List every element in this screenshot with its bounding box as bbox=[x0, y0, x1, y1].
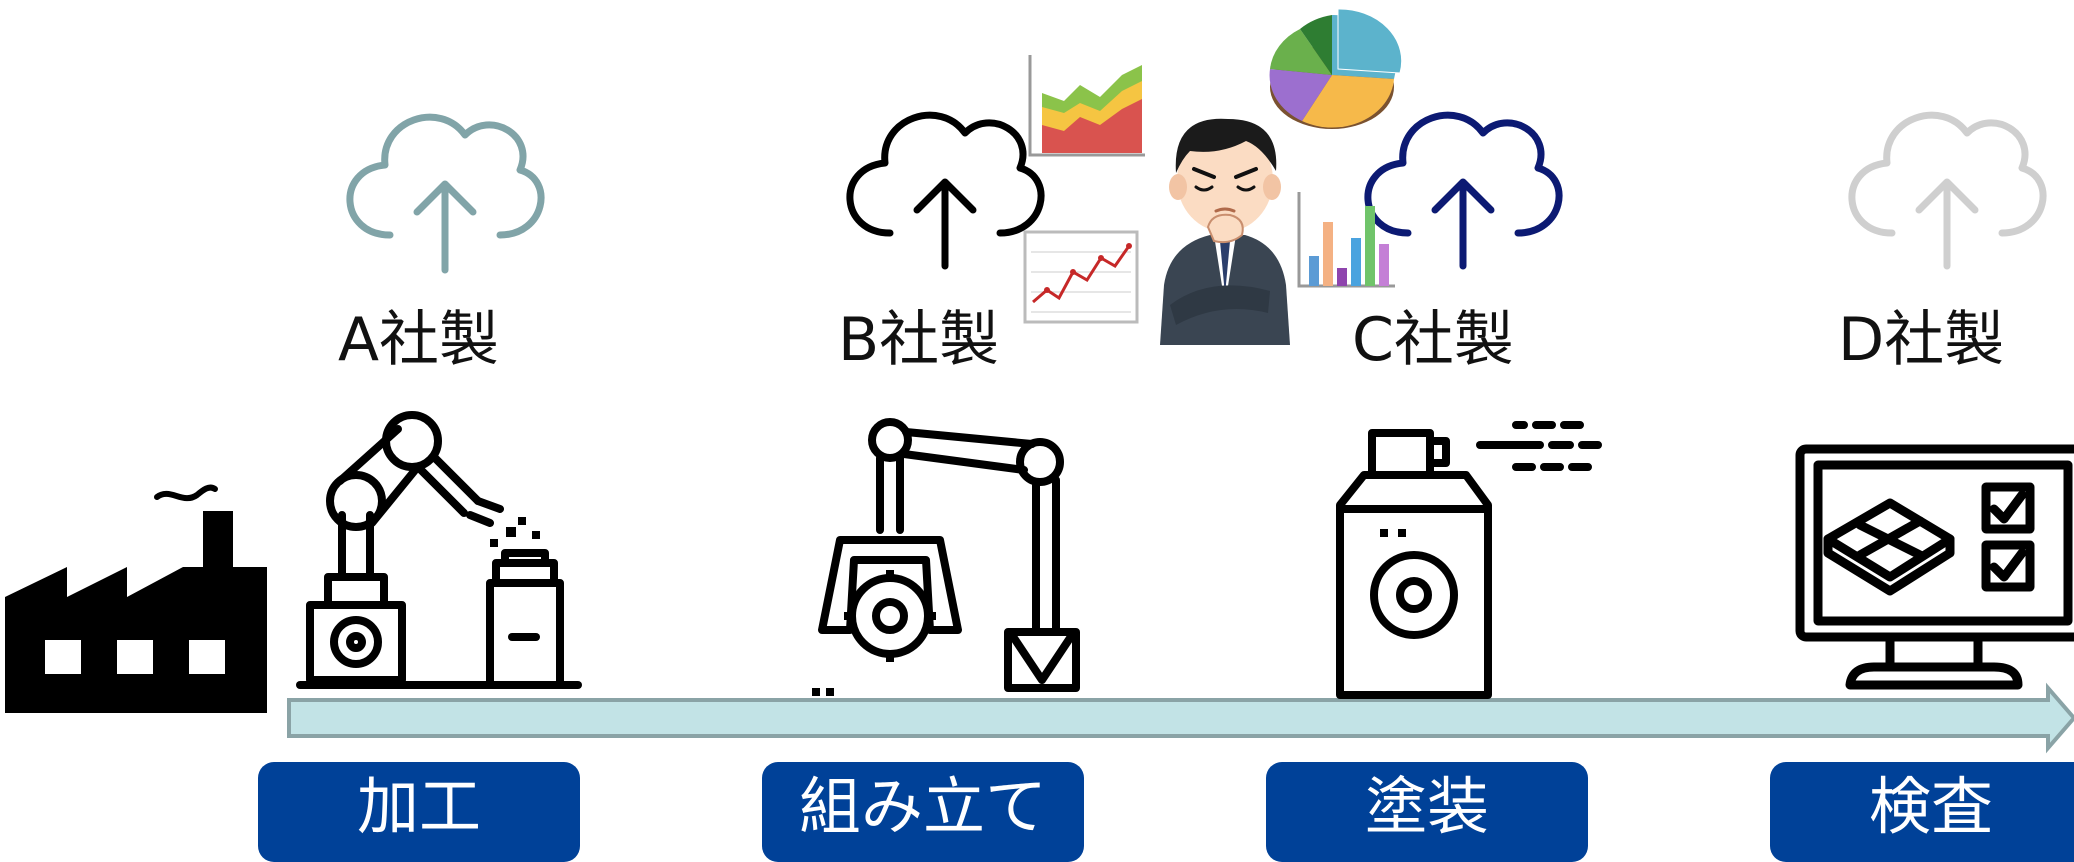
maker-label-d: D社製 bbox=[1838, 305, 2005, 375]
cloud-upload-icon bbox=[346, 113, 545, 274]
process-label: 検査 bbox=[1868, 770, 1993, 843]
cloud-upload-icon bbox=[1848, 111, 2047, 270]
process-inspection: 検査 bbox=[1770, 762, 2074, 862]
process-label: 組み立て bbox=[798, 770, 1047, 843]
factory-icon bbox=[5, 484, 267, 713]
area-chart-icon bbox=[1028, 55, 1145, 157]
maker-label-b: B社製 bbox=[838, 305, 1000, 375]
process-label: 塗装 bbox=[1364, 770, 1489, 843]
cloud-upload-icon bbox=[846, 111, 1045, 270]
bar-chart-icon bbox=[1297, 192, 1395, 288]
line-chart-icon bbox=[1023, 230, 1139, 324]
robot-arm-icon bbox=[296, 411, 582, 689]
maker-label-c: C社製 bbox=[1352, 305, 1514, 375]
process-label: 加工 bbox=[356, 770, 481, 843]
spray-can-icon bbox=[1336, 421, 1602, 699]
pie-chart-icon bbox=[1269, 8, 1403, 129]
process-machining: 加工 bbox=[258, 762, 580, 862]
gripper-robot-icon bbox=[812, 418, 1080, 696]
thinking-businessman-illustration bbox=[1160, 118, 1290, 345]
maker-label-a: A社製 bbox=[338, 305, 500, 375]
process-painting: 塗装 bbox=[1266, 762, 1588, 862]
inspection-monitor-icon bbox=[1795, 444, 2074, 690]
process-assembly: 組み立て bbox=[762, 762, 1084, 862]
cloud-upload-icon bbox=[1364, 111, 1563, 270]
